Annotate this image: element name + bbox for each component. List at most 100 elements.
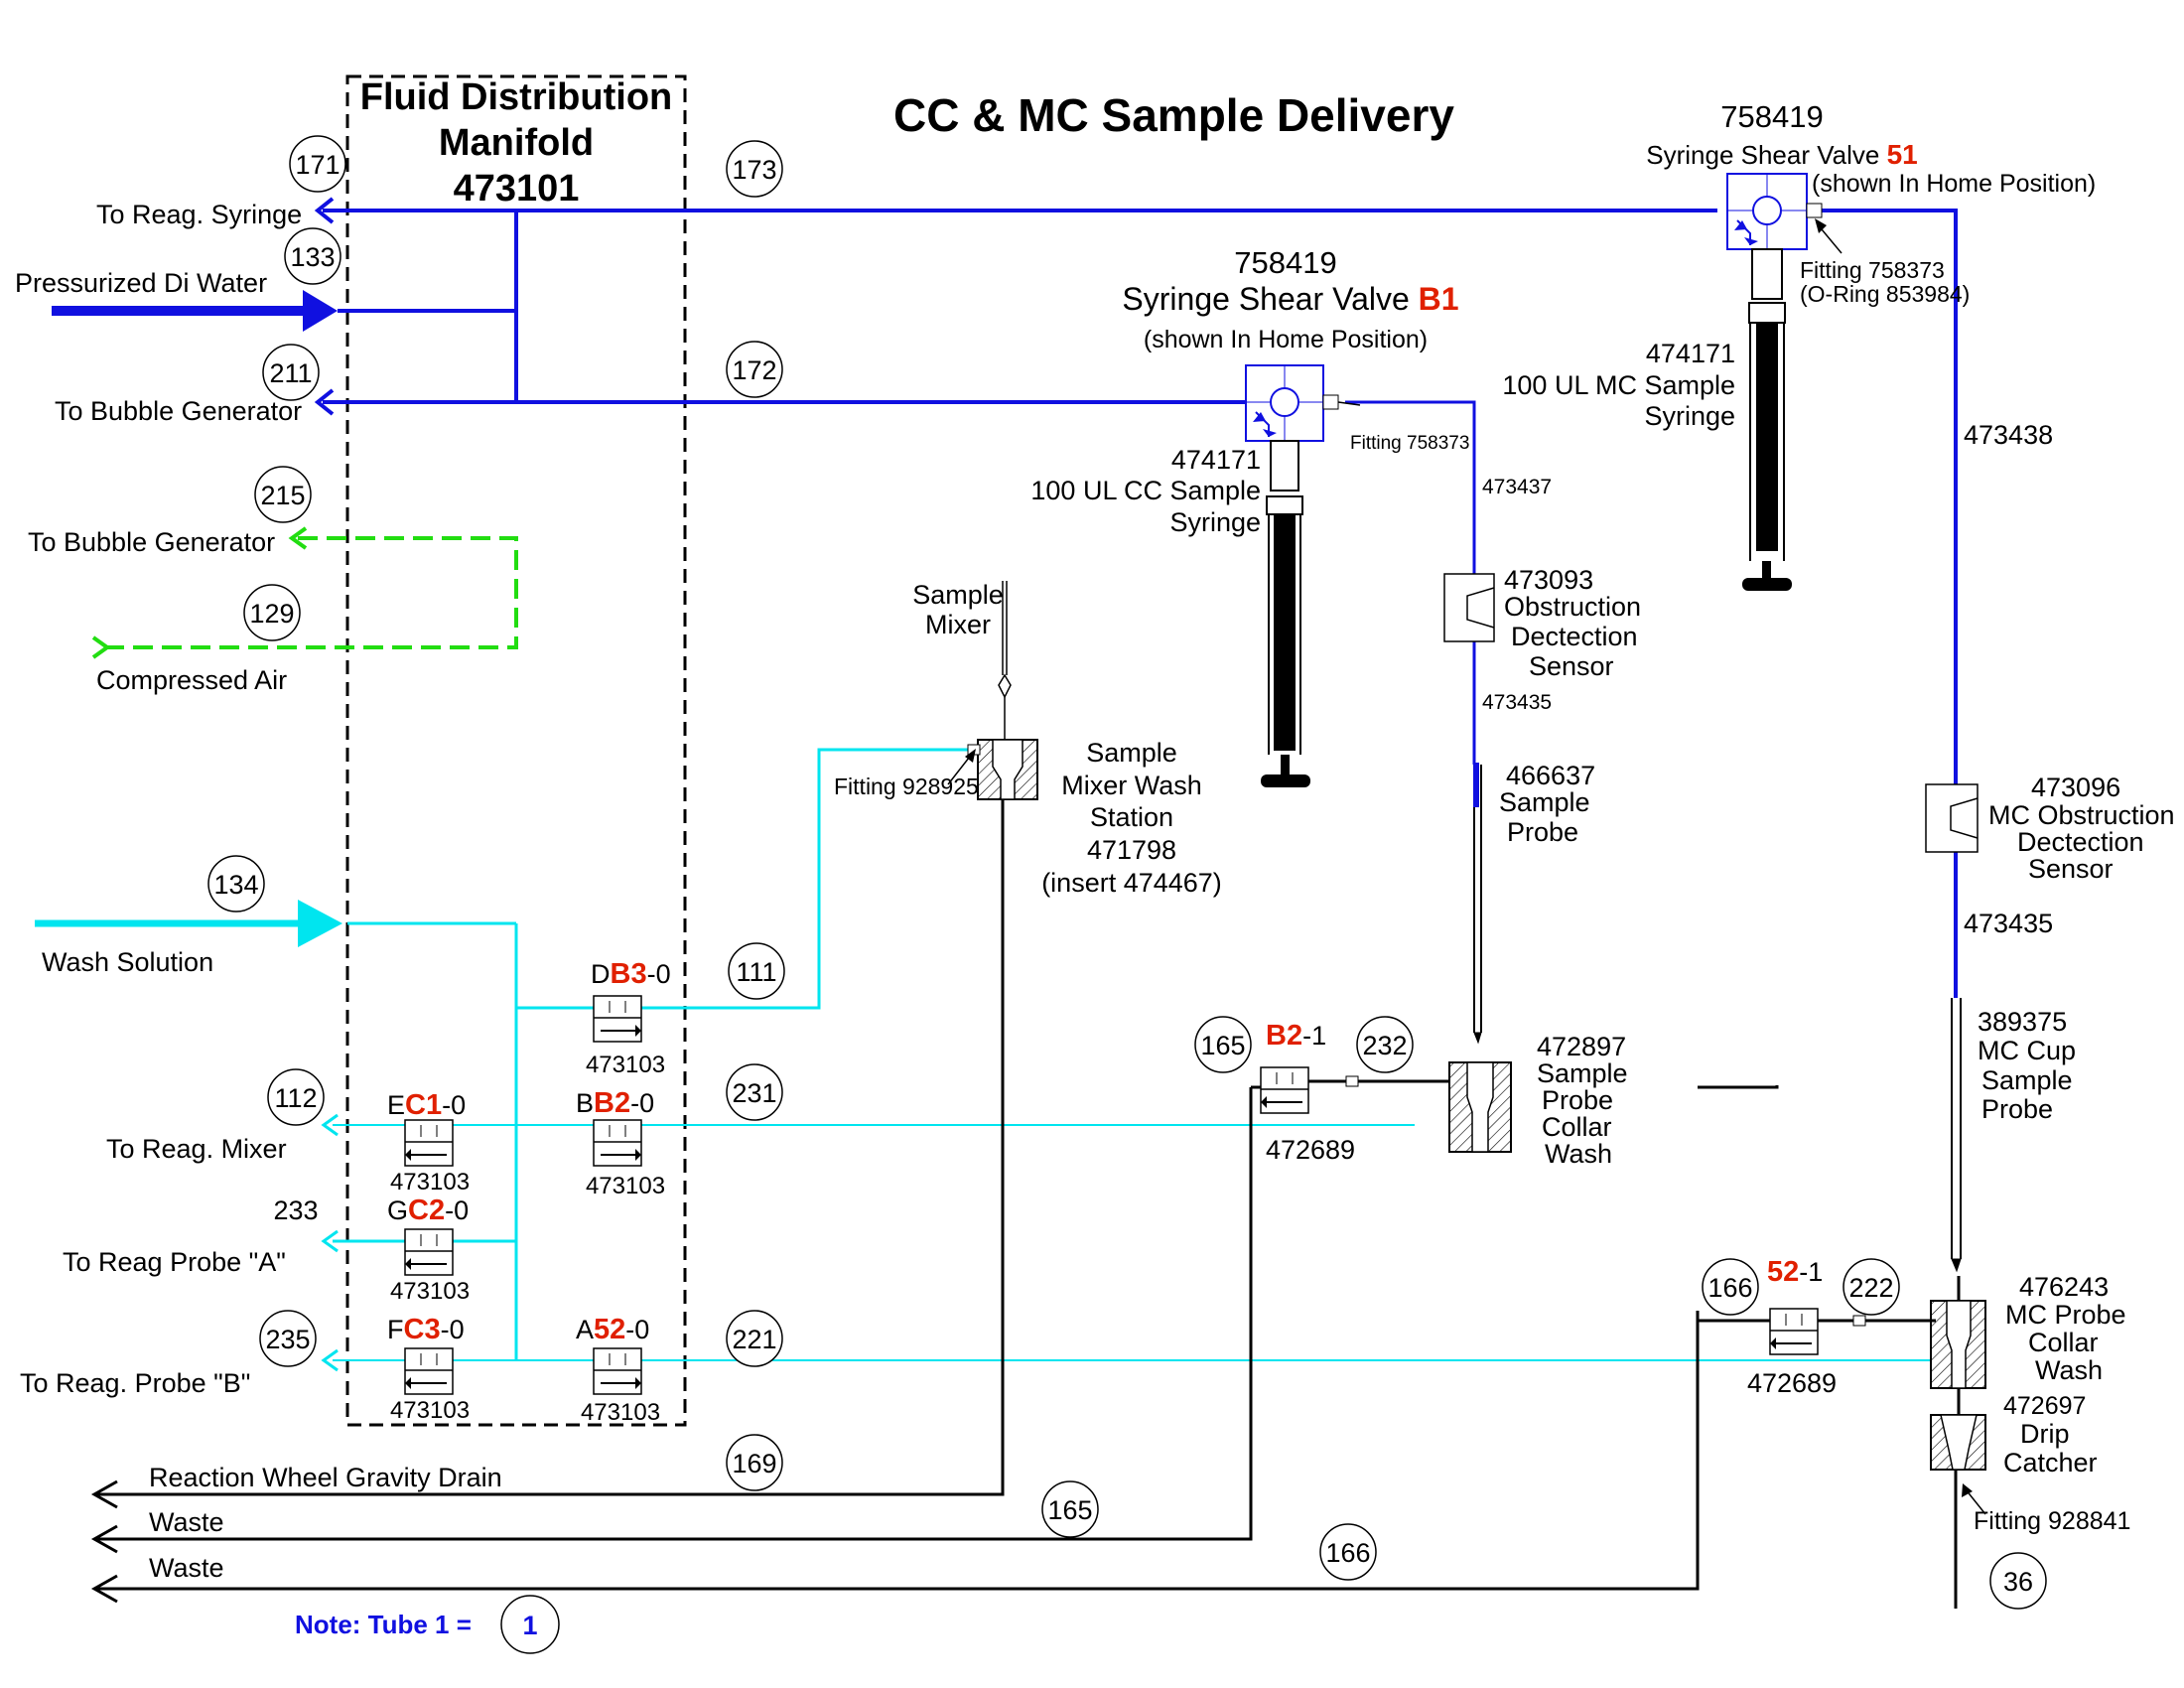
svg-text:GC2-0: GC2-0 bbox=[387, 1195, 469, 1226]
arrow-wash-solution bbox=[298, 900, 342, 947]
mc-valve-name: Syringe Shear Valve 51 bbox=[1646, 139, 1917, 170]
svg-text:221: 221 bbox=[732, 1325, 776, 1354]
svg-text:129: 129 bbox=[249, 599, 294, 629]
tube-circle: 172 bbox=[726, 341, 783, 398]
mc-fitting-label-1: Fitting 758373 bbox=[1800, 257, 1945, 283]
tube-473435-mc: 473435 bbox=[1964, 909, 2053, 938]
svg-text:166: 166 bbox=[1707, 1273, 1752, 1303]
svg-text:165: 165 bbox=[1047, 1495, 1092, 1525]
mc-cup-sample-probe bbox=[1951, 998, 1962, 1273]
cc-shear-valve bbox=[1245, 364, 1324, 442]
wash-station-line3: Station bbox=[1090, 802, 1173, 832]
tube-circle: 36 bbox=[1989, 1552, 2047, 1610]
cc-valve-part: 758419 bbox=[1234, 245, 1336, 280]
arrow-reag-syringe bbox=[314, 197, 335, 224]
svg-text:DB3-0: DB3-0 bbox=[591, 958, 671, 990]
arrow-bubble-gen-1 bbox=[314, 388, 335, 416]
cc-syringe-line1: 100 UL CC Sample bbox=[1030, 476, 1261, 505]
label-waste-2: Waste bbox=[149, 1553, 224, 1583]
tube-circle: 111 bbox=[728, 942, 785, 1000]
svg-text:215: 215 bbox=[260, 481, 305, 510]
cc-valve-note: (shown In Home Position) bbox=[1144, 326, 1428, 353]
mc-valve-note: (shown In Home Position) bbox=[1812, 170, 2096, 198]
svg-text:473103: 473103 bbox=[586, 1173, 665, 1199]
sample-mixer bbox=[998, 581, 1012, 740]
wash-station-insert: (insert 474467) bbox=[1041, 868, 1222, 898]
svg-text:166: 166 bbox=[1325, 1538, 1370, 1568]
tube-473438: 473438 bbox=[1964, 420, 2053, 450]
mc-syringe-line2: Syringe bbox=[1644, 401, 1735, 431]
arrow-reag-probe-b bbox=[321, 1348, 339, 1372]
sample-mixer-line1: Sample bbox=[912, 580, 1004, 610]
valve-ec1: EC1-0 473103 bbox=[387, 1089, 470, 1196]
sample-probe-line2: Probe bbox=[1507, 817, 1578, 847]
mc-probe-line3: Probe bbox=[1981, 1094, 2053, 1124]
valve-db3: DB3-0 473103 bbox=[586, 958, 671, 1078]
svg-text:173: 173 bbox=[732, 155, 776, 185]
sample-probe bbox=[1473, 763, 1482, 1045]
svg-text:472689: 472689 bbox=[1266, 1135, 1355, 1165]
label-di-water: Pressurized Di Water bbox=[15, 268, 267, 298]
svg-text:472689: 472689 bbox=[1747, 1368, 1837, 1398]
svg-text:BB2-0: BB2-0 bbox=[576, 1087, 654, 1119]
mc-syringe-part: 474171 bbox=[1646, 339, 1735, 368]
mc-probe-collar-wash bbox=[1930, 1276, 1986, 1389]
svg-text:52-1: 52-1 bbox=[1767, 1256, 1823, 1288]
mc-obstruction-line3: Sensor bbox=[2028, 854, 2114, 884]
tube-circle: 171 bbox=[289, 135, 346, 193]
manifold-box bbox=[345, 74, 687, 1427]
cc-syringe bbox=[1261, 440, 1310, 787]
svg-text:EC1-0: EC1-0 bbox=[387, 1089, 466, 1121]
arrow-compressed-air bbox=[91, 635, 111, 659]
valve-b2-1: B2-1 472689 bbox=[1260, 1020, 1355, 1165]
arrow-reag-probe-a bbox=[321, 1229, 339, 1253]
svg-text:231: 231 bbox=[732, 1078, 776, 1108]
svg-text:473103: 473103 bbox=[390, 1397, 470, 1424]
tube-circle: 129 bbox=[243, 584, 301, 641]
label-gravity-drain: Reaction Wheel Gravity Drain bbox=[149, 1463, 502, 1492]
svg-text:473103: 473103 bbox=[390, 1169, 470, 1196]
collar-wash-line4: Wash bbox=[1545, 1139, 1612, 1169]
cc-fitting-label: Fitting 758373 bbox=[1350, 433, 1469, 454]
mc-syringe bbox=[1742, 248, 1792, 591]
svg-text:1: 1 bbox=[522, 1611, 537, 1640]
tube-circle: 166 bbox=[1319, 1523, 1377, 1581]
drip-catcher-line2: Catcher bbox=[2003, 1448, 2098, 1477]
mc-collar-wash-line3: Wash bbox=[2035, 1355, 2103, 1385]
drip-catcher-part: 472697 bbox=[2003, 1392, 2086, 1420]
svg-text:36: 36 bbox=[2003, 1567, 2033, 1597]
tube-473437: 473437 bbox=[1482, 476, 1552, 498]
tube-circle: 235 bbox=[259, 1310, 317, 1367]
tube-473435-cc: 473435 bbox=[1482, 691, 1552, 714]
svg-text:165: 165 bbox=[1200, 1031, 1245, 1060]
collar-wash-part: 472897 bbox=[1537, 1032, 1626, 1061]
label-bubble-gen-2: To Bubble Generator bbox=[28, 527, 275, 557]
tube-circle: 133 bbox=[284, 227, 341, 285]
label-wash-solution: Wash Solution bbox=[42, 947, 213, 977]
svg-text:473103: 473103 bbox=[586, 1052, 665, 1078]
tube-circle: 231 bbox=[726, 1063, 783, 1121]
mc-syringe-line1: 100 UL MC Sample bbox=[1502, 370, 1735, 400]
mc-obstruction-part: 473096 bbox=[2031, 773, 2120, 802]
arrow-di-water bbox=[303, 290, 338, 332]
tube-circle: 165 bbox=[1041, 1480, 1099, 1538]
svg-text:171: 171 bbox=[295, 150, 340, 180]
svg-text:232: 232 bbox=[1362, 1031, 1407, 1060]
wash-station-line1: Sample bbox=[1086, 738, 1177, 768]
green-air-lines bbox=[99, 536, 518, 649]
svg-text:B2-1: B2-1 bbox=[1266, 1020, 1326, 1052]
label-reag-probe-a: To Reag Probe "A" bbox=[63, 1247, 286, 1277]
arrow-reag-mixer bbox=[321, 1113, 339, 1137]
tube-circle: 166 bbox=[1702, 1258, 1759, 1316]
note-tube-circle: 1 bbox=[500, 1595, 560, 1654]
label-compressed-air: Compressed Air bbox=[96, 665, 287, 695]
svg-text:FC3-0: FC3-0 bbox=[387, 1314, 465, 1345]
mc-probe-line1: MC Cup bbox=[1978, 1036, 2076, 1065]
tube-circle: 222 bbox=[1843, 1258, 1900, 1316]
svg-text:A52-0: A52-0 bbox=[576, 1314, 649, 1345]
mc-fitting-label-2: (O-Ring 853984) bbox=[1800, 281, 1970, 307]
cc-obstruction-line2: Dectection bbox=[1511, 622, 1638, 651]
sample-probe-part: 466637 bbox=[1506, 761, 1595, 790]
wash-station-part: 471798 bbox=[1087, 835, 1176, 865]
